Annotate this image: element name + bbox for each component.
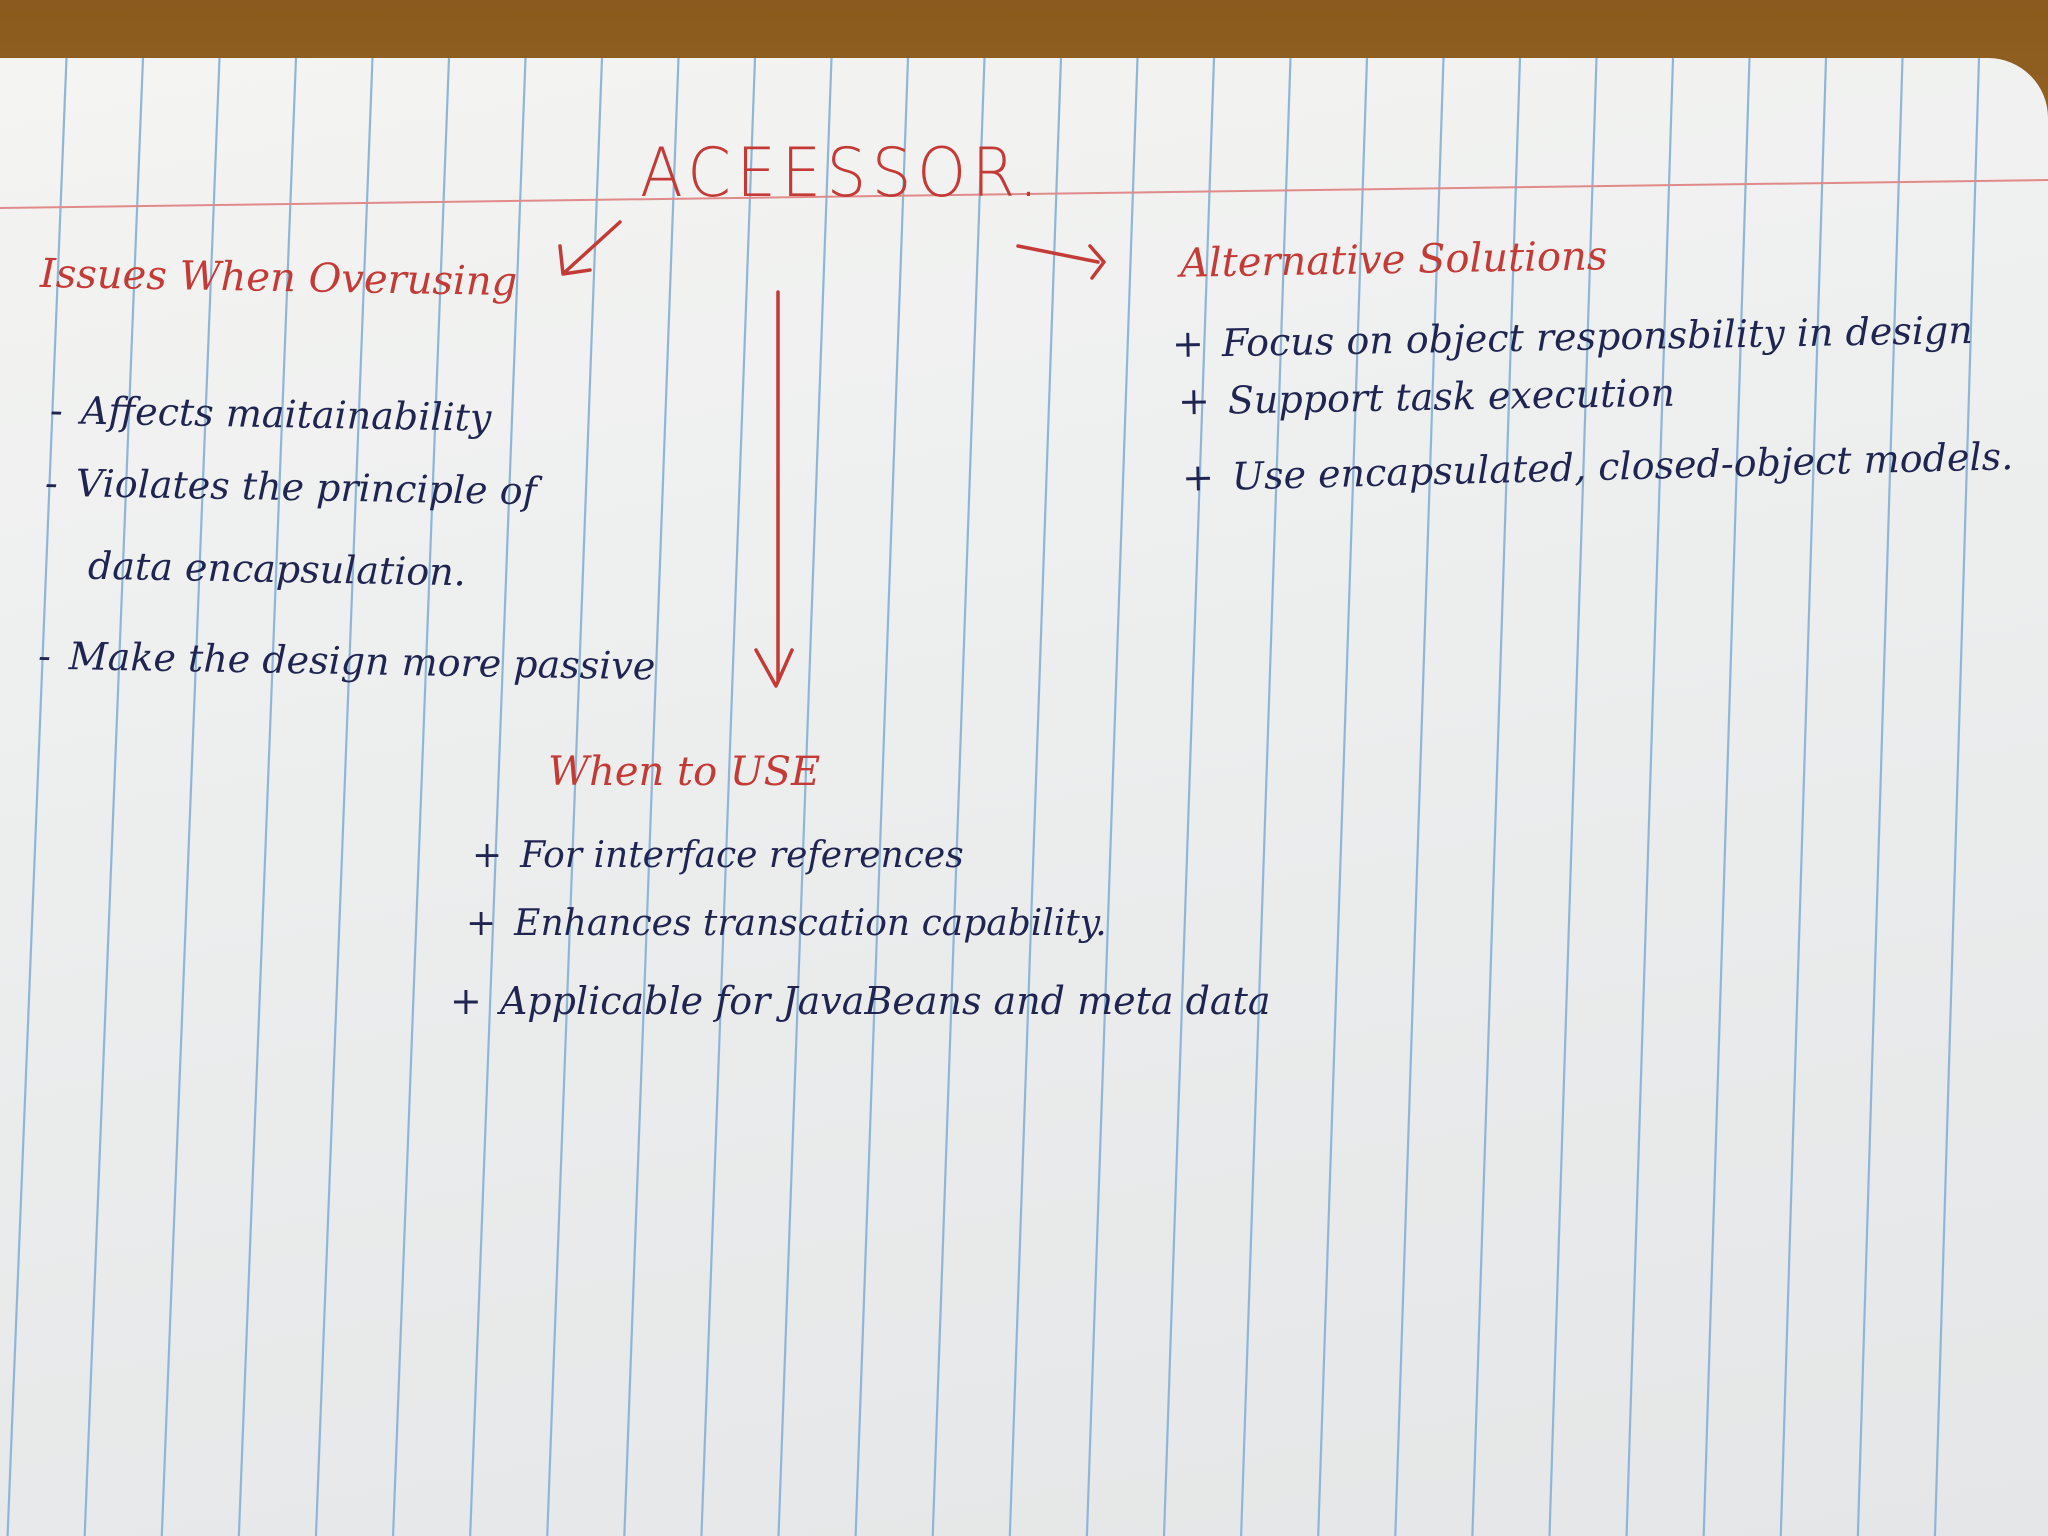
left-heading: Issues When Overusing xyxy=(39,250,518,306)
bottom-item-text: Enhances transcation capability. xyxy=(514,903,1107,944)
page-title: ACEESSOR. xyxy=(640,134,1044,213)
bottom-item: + For interface references xyxy=(472,838,964,874)
vertical-ruling xyxy=(777,58,833,1536)
bullet-plus: + xyxy=(450,979,482,1023)
bottom-item: + Applicable for JavaBeans and meta data xyxy=(450,982,1271,1020)
left-item: -Affects maitainability xyxy=(49,388,492,440)
vertical-ruling xyxy=(1394,58,1445,1536)
notebook-page xyxy=(0,58,2048,1536)
bullet-plus: + xyxy=(1171,321,1205,366)
vertical-ruling xyxy=(1625,58,1675,1536)
vertical-ruling xyxy=(469,58,527,1536)
bottom-item: + Enhances transcation capability. xyxy=(466,906,1107,942)
vertical-ruling xyxy=(700,58,757,1536)
vertical-ruling xyxy=(1779,58,1828,1536)
left-item: data encapsulation. xyxy=(87,543,467,595)
page-rulings xyxy=(0,58,2048,1536)
vertical-ruling xyxy=(237,58,298,1536)
left-item-text: Affects maitainability xyxy=(80,388,492,440)
right-item: + Support task execution xyxy=(1177,370,1676,424)
vertical-ruling xyxy=(1702,58,1751,1536)
vertical-ruling xyxy=(1085,58,1139,1536)
bottom-heading: When to USE xyxy=(548,749,821,795)
left-item: -Make the design more passive xyxy=(37,633,656,689)
vertical-ruling xyxy=(314,58,374,1536)
left-item-text: Violates the principle of xyxy=(75,461,538,514)
bullet-plus: + xyxy=(1181,455,1215,500)
right-item-text: Support task execution xyxy=(1227,370,1676,423)
vertical-ruling xyxy=(1933,58,1981,1536)
vertical-ruling xyxy=(391,58,451,1536)
vertical-ruling xyxy=(83,58,145,1536)
bullet-dash: - xyxy=(44,460,59,505)
bottom-item-text: For interface references xyxy=(520,835,964,876)
bullet-plus: + xyxy=(472,835,503,876)
bullet-plus: + xyxy=(466,903,497,944)
vertical-ruling xyxy=(854,58,910,1536)
vertical-ruling xyxy=(1240,58,1292,1536)
red-margin-line xyxy=(0,179,2048,209)
vertical-ruling xyxy=(1548,58,1598,1536)
bullet-dash: - xyxy=(37,633,52,678)
right-heading: Alternative Solutions xyxy=(1179,233,1608,287)
vertical-ruling xyxy=(546,58,604,1536)
vertical-ruling xyxy=(1317,58,1369,1536)
vertical-ruling xyxy=(1471,58,1522,1536)
bottom-item-text: Applicable for JavaBeans and meta data xyxy=(499,979,1271,1023)
vertical-ruling xyxy=(1008,58,1063,1536)
bullet-plus: + xyxy=(1177,378,1211,424)
vertical-ruling xyxy=(1162,58,1216,1536)
vertical-ruling xyxy=(931,58,986,1536)
vertical-ruling xyxy=(160,58,221,1536)
bullet-dash: - xyxy=(49,388,64,433)
left-item: -Violates the principle of xyxy=(44,460,538,514)
vertical-ruling xyxy=(623,58,680,1536)
vertical-ruling xyxy=(6,58,68,1536)
left-item-text: data encapsulation. xyxy=(87,543,467,595)
vertical-ruling xyxy=(1856,58,1904,1536)
